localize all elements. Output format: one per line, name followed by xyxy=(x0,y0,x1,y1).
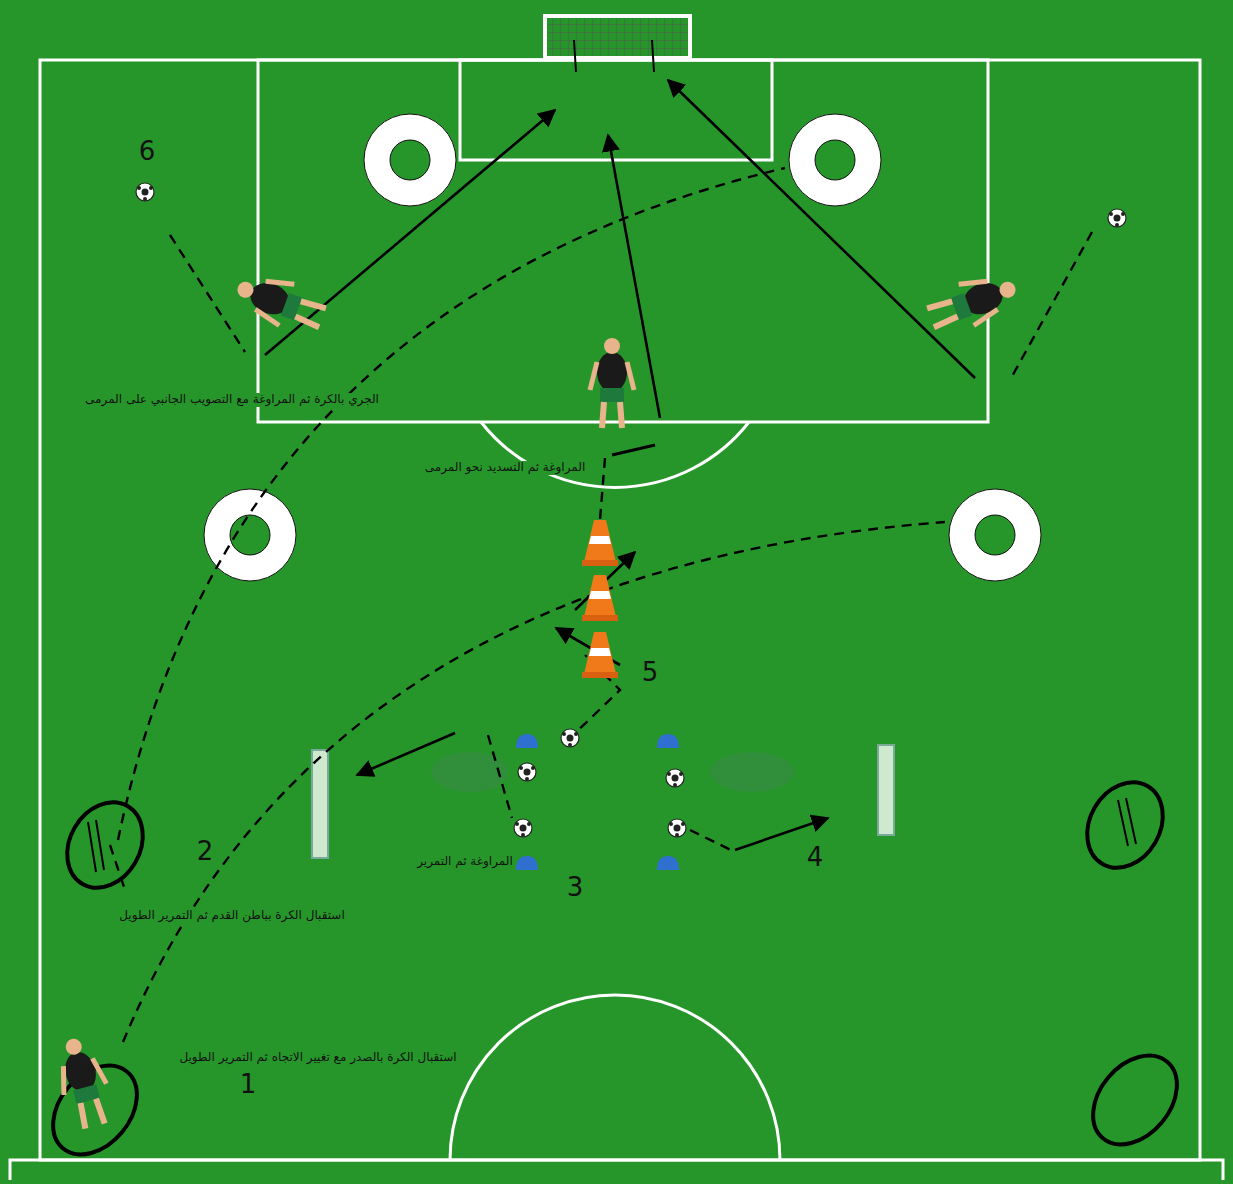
callout-number: 4 xyxy=(805,843,826,873)
callout-number: 5 xyxy=(640,658,661,688)
callout-number: 1 xyxy=(238,1070,259,1100)
drill-note: المراوغة ثم التمرير xyxy=(415,855,514,869)
drill-note: استقبال الكرة بالصدر مع تغيير الاتجاه ثم… xyxy=(177,1051,458,1065)
callout-number: 6 xyxy=(137,137,158,167)
callout-number: 2 xyxy=(195,837,216,867)
drill-note: المراوغة ثم التسديد نحو المرمى xyxy=(423,461,588,475)
drill-note: استقبال الكرة بباطن القدم ثم التمرير الط… xyxy=(117,909,347,923)
drill-note: الجري بالكرة ثم المراوغة مع التصويب الجا… xyxy=(83,393,381,407)
callout-number: 3 xyxy=(565,873,586,903)
